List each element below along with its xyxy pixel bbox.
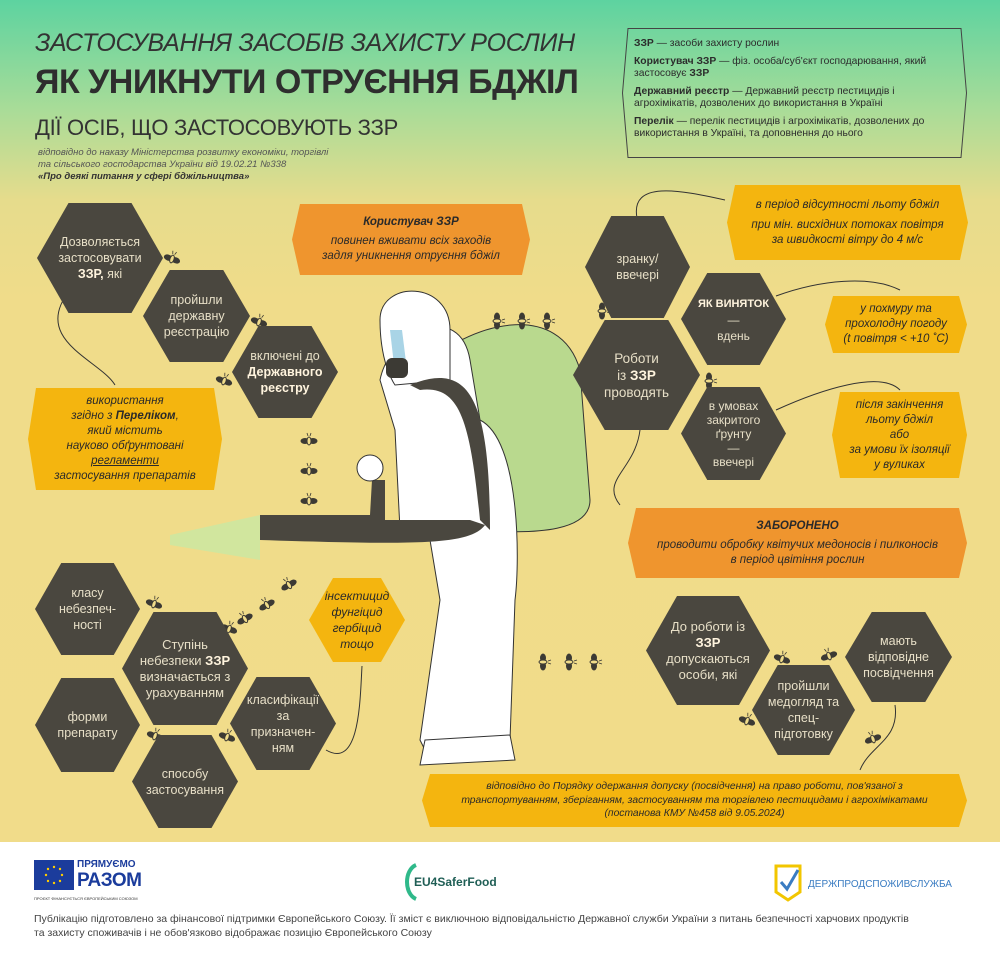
- bee-icon: [773, 650, 791, 664]
- box-forbidden: ЗАБОРОНЕНО проводити обробку квітучих ме…: [628, 508, 967, 578]
- box-user-duty: Користувач ЗЗР повинен вживати всіх захо…: [292, 204, 530, 275]
- bee-icon: [492, 312, 506, 330]
- definition: Користувач ЗЗР — фіз. особа/суб'єкт госп…: [634, 55, 927, 80]
- hex-application-method: способу застосування: [132, 735, 238, 828]
- bee-icon: [564, 653, 578, 671]
- arrow: [775, 381, 901, 411]
- source-line: відповідно до наказу Міністерства розвит…: [38, 147, 329, 158]
- bee-icon: [704, 372, 718, 390]
- spray-mist: [170, 515, 260, 560]
- hex-registered: пройшли державну реєстрацію: [143, 270, 250, 362]
- page-title: ЯК УНИКНУТИ ОТРУЄННЯ БДЖІЛ: [35, 63, 579, 101]
- box-admission-procedure: відповідно до Порядку одержання допуску …: [422, 774, 967, 827]
- subtitle: ДІЇ ОСІБ, ЩО ЗАСТОСОВУЮТЬ ЗЗР: [35, 115, 399, 140]
- source-note: відповідно до наказу Міністерства розвит…: [38, 147, 328, 183]
- arrow: [859, 704, 897, 771]
- hex-formulation: форми препарату: [35, 678, 140, 772]
- visor: [390, 330, 406, 365]
- spray-lance: [260, 480, 485, 543]
- hex-morning-evening: зранку/ ввечері: [585, 216, 690, 318]
- strap: [410, 377, 490, 530]
- overline-title: ЗАСТОСУВАННЯ ЗАСОБІВ ЗАХИСТУ РОСЛИН: [35, 29, 575, 57]
- bee-icon: [738, 712, 756, 726]
- source-title: «Про деякі питання у сфері бджільництва»: [38, 171, 250, 182]
- definition: Державний реєстр — Державний реєстр пест…: [634, 85, 895, 110]
- hex-medical-check: пройшли медогляд та спец-підготовку: [752, 665, 855, 755]
- box-after-flight: після закінчення льоту бджіл або за умов…: [832, 392, 967, 478]
- bee-icon: [589, 653, 603, 671]
- definition: Перелік — перелік пестицидів і агрохімік…: [634, 115, 925, 140]
- logo-pryamuemo-top: ПРЯМУЄМО: [77, 859, 136, 870]
- definitions-box: ЗЗР — засоби захисту рослин Користувач З…: [622, 28, 967, 158]
- box-usage-per-list: використання згідно з Переліком, який мі…: [28, 388, 222, 490]
- hex-exception: ЯК ВИНЯТОК—вдень: [681, 273, 786, 365]
- bee-icon: [215, 372, 233, 386]
- respirator: [386, 358, 408, 378]
- logo-eu4saferfood: EU4SaferFood: [414, 875, 497, 889]
- eu-flag-icon: [34, 860, 74, 890]
- definition: ЗЗР — засоби захисту рослин: [634, 38, 780, 49]
- disclaimer: Публікацію підготовлено за фінансової пі…: [34, 912, 974, 940]
- bee-icon: [300, 432, 318, 446]
- bee-icon: [820, 647, 838, 661]
- box-cloudy-weather: у похмуру та прохолодну погоду (t повітр…: [825, 296, 967, 353]
- eu4saferfood-logo-icon: [405, 863, 418, 901]
- bee-icon: [281, 576, 297, 591]
- infographic: ЗАСТОСУВАННЯ ЗАСОБІВ ЗАХИСТУ РОСЛИН ЯК У…: [0, 0, 1000, 840]
- bee-icon: [259, 596, 275, 611]
- arrow: [775, 280, 901, 297]
- bee-icon: [163, 250, 181, 264]
- bee-icon: [300, 462, 318, 476]
- boot: [419, 734, 516, 766]
- bee-icon: [300, 492, 318, 506]
- disclaimer-line: та захисту споживачів і не обов'язково в…: [34, 927, 432, 939]
- bee-icon: [250, 313, 268, 327]
- logo-note: ПРОЄКТ ФІНАНСУЄТЬСЯ ЄВРОПЕЙСЬКИМ СОЮЗОМ: [34, 896, 138, 901]
- bee-icon: [237, 610, 253, 625]
- arrow: [325, 665, 363, 754]
- logo-razom: РАЗОМ: [77, 870, 142, 891]
- bee-icon: [218, 728, 236, 742]
- bee-icon: [542, 312, 556, 330]
- arrow: [613, 429, 641, 506]
- bee-icon: [145, 595, 163, 609]
- bee-icon: [538, 653, 552, 671]
- logo-derzhprodspozhyvsluzhba: ДЕРЖПРОДСПОЖИВСЛУЖБА: [808, 879, 952, 890]
- footer: ПРЯМУЄМО РАЗОМ ПРОЄКТ ФІНАНСУЄТЬСЯ ЄВРОП…: [0, 840, 1000, 957]
- source-line: та сільського господарства України від 1…: [38, 159, 287, 170]
- definitions-frame: [622, 28, 967, 158]
- derzhprod-shield-icon: [774, 864, 802, 902]
- box-no-bee-flight: в період відсутності льоту бджіл при мін…: [727, 185, 968, 260]
- disclaimer-line: Публікацію підготовлено за фінансової пі…: [34, 913, 909, 925]
- hex-admission: До роботи із ЗЗР допускаються особи, які: [646, 596, 770, 705]
- hex-closed-ground: в умовах закритого ґрунту—ввечері: [681, 387, 786, 480]
- arrow: [57, 289, 116, 386]
- arrow: [635, 190, 726, 219]
- bee-icon: [517, 312, 531, 330]
- illustration-layer: [57, 190, 901, 771]
- glove: [356, 454, 384, 482]
- bee-icon: [864, 730, 882, 744]
